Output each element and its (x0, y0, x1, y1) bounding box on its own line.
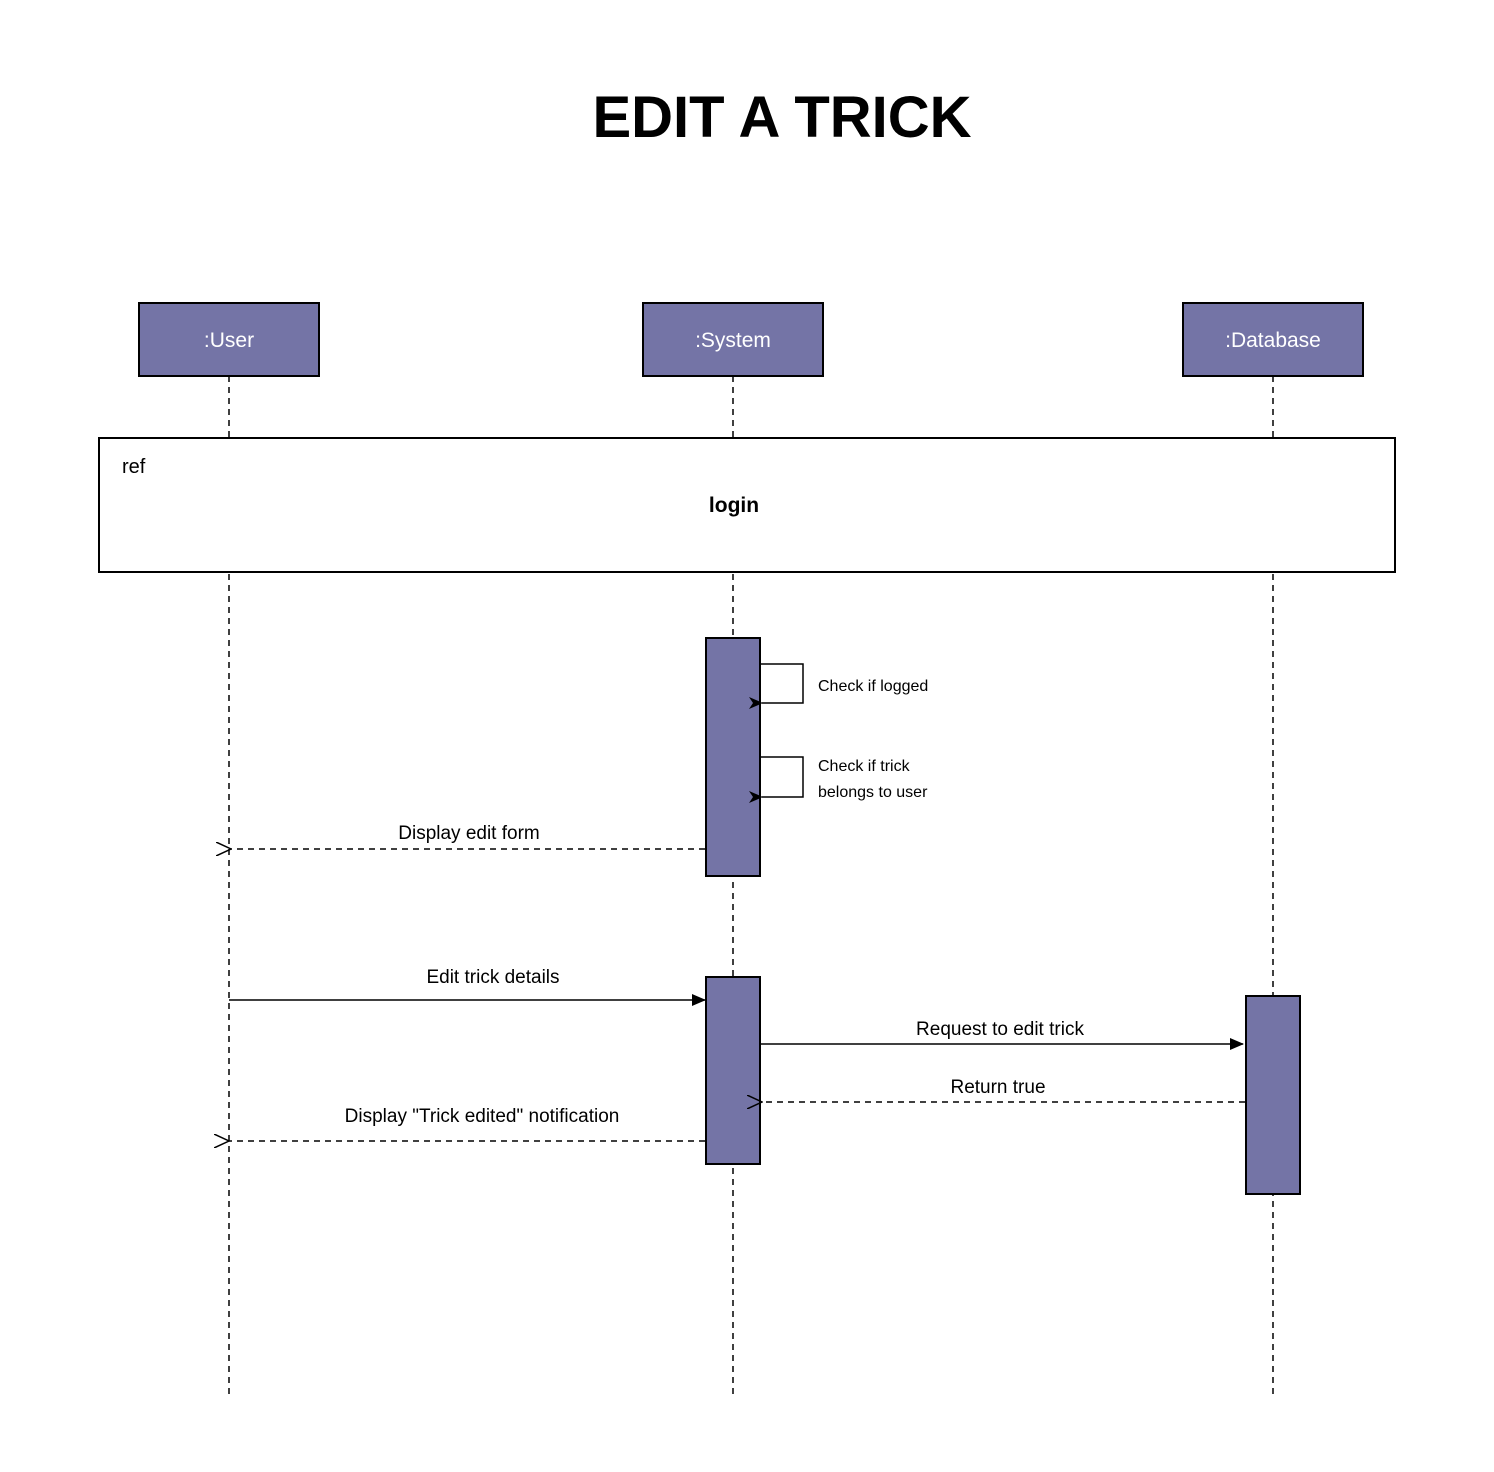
message-label: Request to edit trick (916, 1019, 1084, 1040)
ref-frame-tag: ref (122, 456, 146, 478)
participant-box (1182, 302, 1364, 377)
participant-system: :System (642, 302, 824, 377)
message-label: Check if logged (818, 678, 928, 695)
activation-system-1 (705, 637, 761, 877)
message-display-notification: Display "Trick edited" notification (229, 1106, 705, 1141)
message-edit-trick-details: Edit trick details (229, 967, 706, 1006)
participant-label: :Database (1225, 329, 1321, 352)
participant-box (642, 302, 824, 377)
ref-frame-box (98, 437, 1396, 573)
message-label: Display edit form (398, 823, 540, 844)
message-request-edit: Request to edit trick (760, 1019, 1244, 1050)
participant-database: :Database (1182, 302, 1364, 377)
message-label: Edit trick details (426, 967, 559, 988)
participant-user: :User (138, 302, 320, 377)
ref-frame-name: login (709, 494, 759, 517)
message-display-edit-form: Display edit form (231, 823, 705, 849)
participant-box (138, 302, 320, 377)
message-label-line1: Check if trick (818, 758, 911, 775)
participant-label: :System (695, 329, 771, 352)
ref-frame-login: ref login (98, 437, 1396, 573)
self-message-check-logged: Check if logged (749, 663, 928, 709)
message-return-true: Return true (762, 1077, 1245, 1102)
activation-database (1245, 995, 1301, 1195)
self-message-check-belongs: Check if trick belongs to user (749, 756, 928, 803)
self-message-line (749, 663, 804, 709)
diagram-title: EDIT A TRICK (592, 85, 971, 150)
activation-system-2 (705, 976, 761, 1165)
message-label-line2: belongs to user (818, 784, 928, 801)
participant-label: :User (204, 329, 254, 352)
message-label: Display "Trick edited" notification (345, 1106, 620, 1127)
self-message-line (749, 756, 804, 803)
message-label: Return true (950, 1077, 1045, 1098)
